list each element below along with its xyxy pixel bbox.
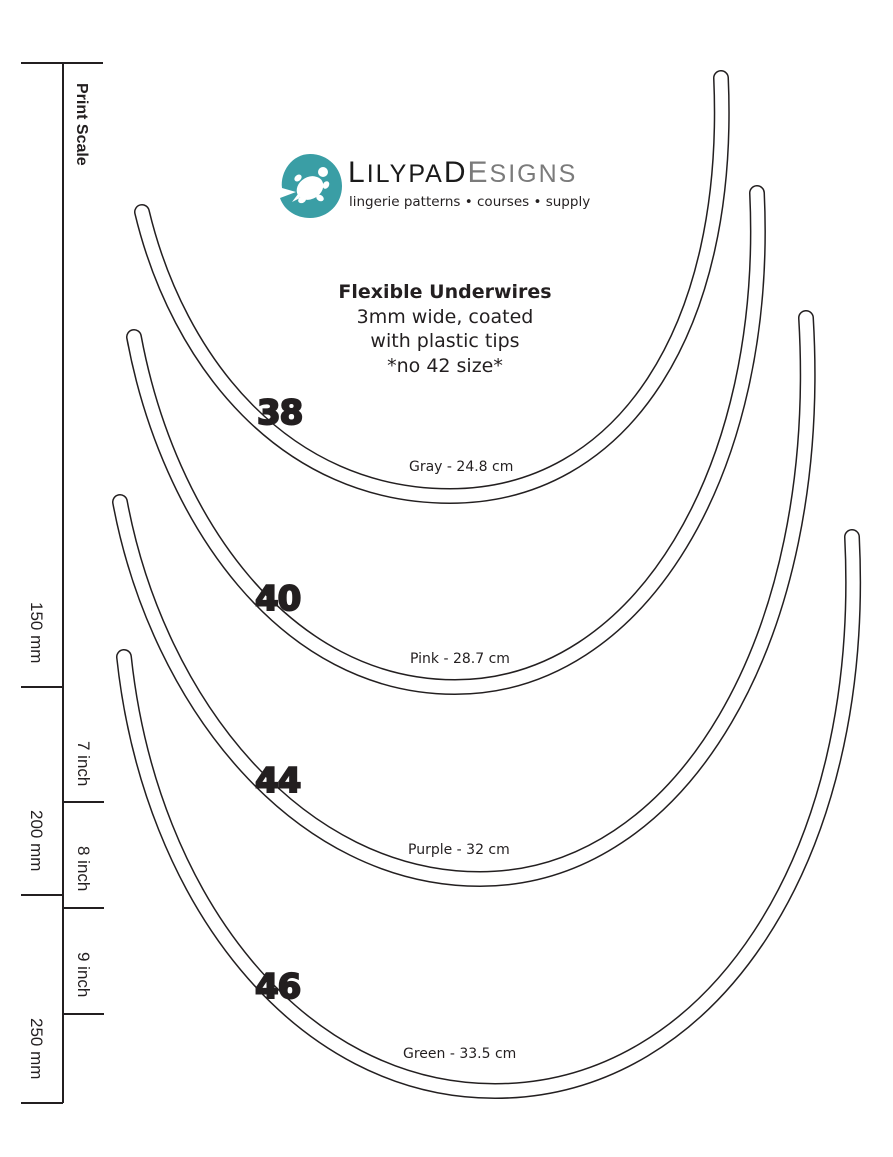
wire-40-outline [126,185,766,695]
ruler-250mm-tick [21,1102,63,1104]
wire-label-gray: Gray - 24.8 cm [409,459,514,475]
product-description: Flexible Underwires 3mm wide, coated wit… [300,280,590,378]
wire-44-outline [112,310,816,887]
brand-tagline: lingerie patterns • courses • supply [349,194,591,210]
label-8inch: 8 inch [74,846,93,892]
wire-46-outline [116,529,862,1099]
label-250mm: 250 mm [27,1018,46,1080]
wire-38-outline [134,70,730,504]
product-spec-tips: with plastic tips [370,330,520,352]
wire-label-pink: Pink - 28.7 cm [410,651,510,667]
wire-size-38: 38 [256,393,304,433]
ruler-vertical-line [62,62,64,1103]
ruler-9inch-tick [62,1013,104,1015]
turtle-lilypad-icon [280,154,342,218]
ruler-7inch-tick [62,801,104,803]
wire-size-46: 46 [254,967,302,1007]
label-7inch: 7 inch [74,741,93,787]
wire-size-44: 44 [254,761,302,801]
wire-label-green: Green - 33.5 cm [403,1046,517,1062]
ruler-8inch-tick [62,907,104,909]
product-spec-width: 3mm wide, coated [356,305,534,328]
product-title: Flexible Underwires [338,281,552,303]
lilypad-designs-logo: LILYPADESIGNS lingerie patterns • course… [276,150,616,224]
wire-size-40: 40 [254,579,302,619]
label-9inch: 9 inch [74,952,93,998]
label-200mm: 200 mm [27,810,46,872]
ruler-150mm-tick [21,686,63,688]
print-scale-title: Print Scale [73,83,90,166]
label-150mm: 150 mm [27,602,46,664]
wire-label-purple: Purple - 32 cm [408,842,510,858]
brand-name: LILYPADESIGNS [348,156,578,189]
ruler-200mm-tick [21,894,63,896]
product-note: *no 42 size* [387,354,503,377]
